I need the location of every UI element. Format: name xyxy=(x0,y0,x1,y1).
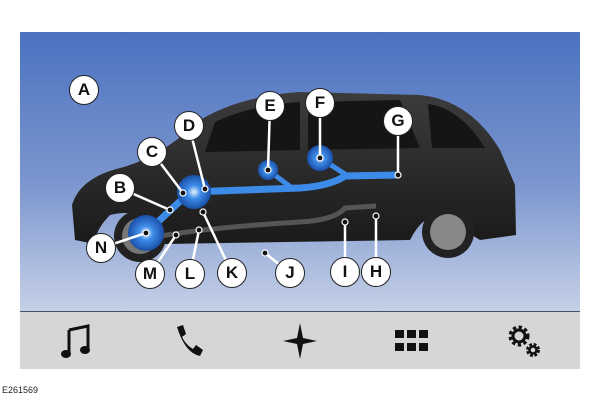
navigation-button[interactable] xyxy=(270,316,330,366)
phone-button[interactable] xyxy=(158,316,218,366)
phone-icon xyxy=(177,324,203,356)
callout-e: E xyxy=(255,91,285,121)
callout-f: F xyxy=(305,88,335,118)
apps-button[interactable] xyxy=(382,316,442,366)
callout-l: L xyxy=(175,259,205,289)
callout-c: C xyxy=(137,137,167,167)
audio-button[interactable] xyxy=(46,316,106,366)
callout-d: D xyxy=(174,111,204,141)
gears-icon xyxy=(508,325,540,357)
callout-m: M xyxy=(135,259,165,289)
callout-g: G xyxy=(383,106,413,136)
callout-a: A xyxy=(69,75,99,105)
callout-i: I xyxy=(330,257,360,287)
callout-j: J xyxy=(275,258,305,288)
settings-button[interactable] xyxy=(494,316,554,366)
callout-n: N xyxy=(86,233,116,263)
music-note-icon xyxy=(61,323,90,358)
leader-dots xyxy=(142,154,402,257)
bottom-nav-bar xyxy=(20,311,580,369)
callout-b: B xyxy=(105,173,135,203)
figure-id: E261569 xyxy=(2,385,39,395)
callout-k: K xyxy=(217,258,247,288)
grid-icon xyxy=(395,329,428,351)
callout-h: H xyxy=(361,257,391,287)
four-point-star-icon xyxy=(283,322,317,359)
